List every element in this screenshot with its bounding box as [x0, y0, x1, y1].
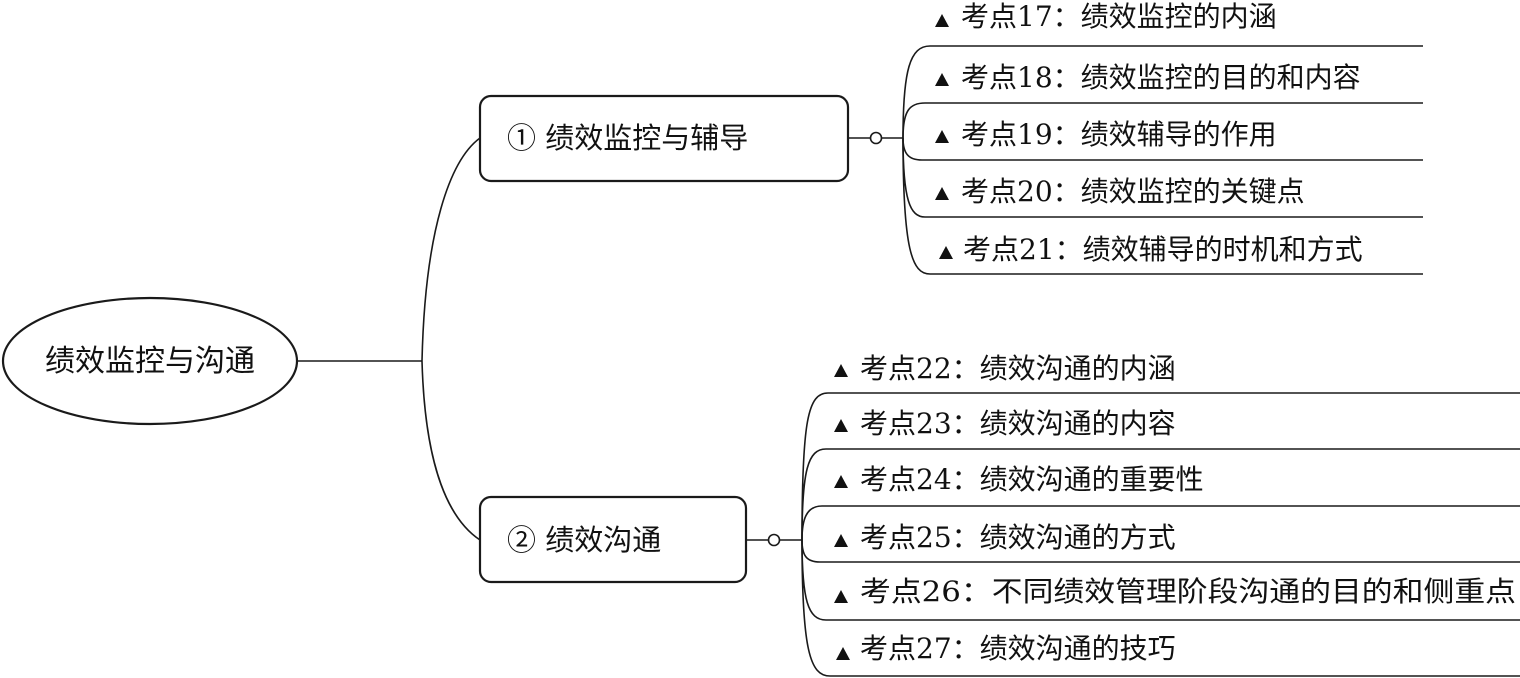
triangle-icon: [935, 14, 949, 27]
triangle-icon: [834, 475, 848, 488]
connector-lines: [297, 45, 1520, 677]
branch-node-2: ② 绩效沟通: [478, 495, 748, 584]
triangle-icon: [935, 130, 949, 143]
leaf-item: 考点27：绩效沟通的技巧: [836, 632, 1176, 665]
leaf-item: 考点20：绩效监控的关键点: [935, 175, 1305, 208]
leaf-item: 考点18：绩效监控的目的和内容: [935, 61, 1361, 94]
leaf-item: 考点24：绩效沟通的重要性: [834, 463, 1204, 496]
branch-label: ① 绩效监控与辅导: [507, 121, 748, 155]
leaf-label: 考点20：绩效监控的关键点: [961, 175, 1305, 208]
leaf-label: 考点26：不同绩效管理阶段沟通的目的和侧重点: [860, 575, 1516, 608]
leaf-item: 考点25：绩效沟通的方式: [834, 521, 1176, 554]
root-label: 绩效监控与沟通: [45, 344, 255, 379]
triangle-icon: [836, 647, 850, 660]
triangle-icon: [939, 246, 953, 259]
leaf-label: 考点25：绩效沟通的方式: [860, 521, 1176, 554]
triangle-icon: [834, 419, 848, 432]
branch-node-1: ① 绩效监控与辅导: [478, 94, 850, 183]
triangle-icon: [834, 590, 848, 603]
triangle-icon: [935, 187, 949, 200]
branch-label: ② 绩效沟通: [507, 523, 661, 557]
triangle-icon: [834, 364, 848, 377]
leaf-item: 考点21：绩效辅导的时机和方式: [939, 233, 1363, 266]
leaf-label: 考点17：绩效监控的内涵: [961, 0, 1277, 33]
circle-connector-icon: [869, 131, 883, 145]
leaf-item: 考点17：绩效监控的内涵: [935, 0, 1277, 33]
leaf-item: 考点22：绩效沟通的内涵: [834, 352, 1176, 385]
leaf-group-1: 考点17：绩效监控的内涵 考点18：绩效监控的目的和内容 考点19：绩效辅导的作…: [935, 0, 1363, 266]
leaf-label: 考点23：绩效沟通的内容: [860, 407, 1176, 440]
leaf-item: 考点23：绩效沟通的内容: [834, 407, 1176, 440]
leaf-label: 考点24：绩效沟通的重要性: [860, 463, 1204, 496]
leaf-label: 考点21：绩效辅导的时机和方式: [963, 233, 1363, 266]
leaf-label: 考点22：绩效沟通的内涵: [860, 352, 1176, 385]
leaf-label: 考点18：绩效监控的目的和内容: [961, 61, 1361, 94]
triangle-icon: [834, 534, 848, 547]
leaf-item: 考点26：不同绩效管理阶段沟通的目的和侧重点: [834, 575, 1516, 608]
circle-connector-icon: [767, 533, 781, 547]
leaf-label: 考点19：绩效辅导的作用: [961, 118, 1277, 151]
leaf-group-2: 考点22：绩效沟通的内涵 考点23：绩效沟通的内容 考点24：绩效沟通的重要性 …: [834, 352, 1516, 665]
leaf-label: 考点27：绩效沟通的技巧: [860, 632, 1176, 665]
root-node: 绩效监控与沟通: [1, 296, 299, 426]
triangle-icon: [935, 73, 949, 86]
leaf-item: 考点19：绩效辅导的作用: [935, 118, 1277, 151]
